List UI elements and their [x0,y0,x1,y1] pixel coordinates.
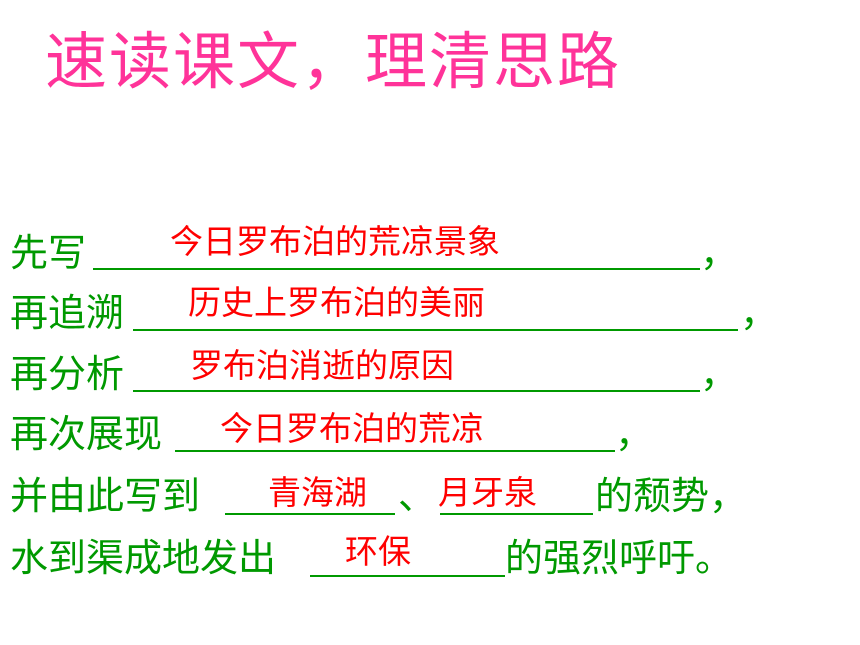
line-2-blank [133,329,738,331]
line-5-answer-1: 青海湖 [268,473,367,512]
line-3-answer: 罗布泊消逝的原因 [190,346,454,385]
line-2-answer: 历史上罗布泊的美丽 [188,283,485,322]
line-5-separator: 、 [398,474,437,518]
line-4-suffix: ， [615,412,654,456]
line-6-prefix: 水到渠成地发出 [10,536,277,580]
line-5-suffix: 的颓势， [595,474,748,518]
line-2-prefix: 再追溯 [10,291,125,335]
line-6-blank [310,575,505,577]
line-1-blank [93,268,700,270]
line-2-suffix: ， [740,291,779,335]
line-3-suffix: ， [700,352,739,396]
line-6-suffix: 的强烈呼吁。 [505,536,734,580]
slide-title: 速读课文，理清思路 [45,25,622,98]
line-3-blank [133,390,700,392]
line-1-prefix: 先写 [10,231,87,275]
line-5-prefix: 并由此写到 [10,474,201,518]
line-5-answer-2: 月牙泉 [438,473,537,512]
line-3-prefix: 再分析 [10,352,125,396]
line-5-blank-2 [440,513,593,515]
line-5-blank-1 [225,513,395,515]
line-4-prefix: 再次展现 [10,412,163,456]
line-6-answer: 环保 [345,532,411,571]
line-4-answer: 今日罗布泊的荒凉 [220,409,484,448]
line-1-answer: 今日罗布泊的荒凉景象 [170,222,500,261]
line-4-blank [175,450,615,452]
line-1-suffix: ， [700,231,739,275]
